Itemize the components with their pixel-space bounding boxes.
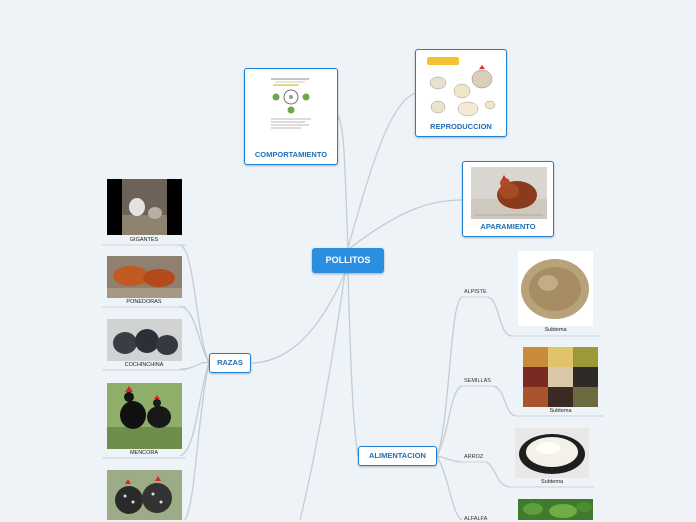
raza-label-gigantes: GIGANTES — [129, 237, 159, 243]
raza-label-mencora: MENCORA — [129, 450, 159, 456]
behavior-diagram-image — [265, 75, 317, 135]
gigantes-photo — [107, 179, 182, 235]
alpiste-seeds-photo — [518, 251, 593, 326]
arroz-subtopic: Subtema — [540, 479, 563, 485]
speckled-hens-photo — [107, 470, 182, 520]
ponedoras-photo — [107, 256, 182, 298]
cochinchina-photo — [107, 319, 182, 361]
alimentacion-item-semillas: SEMILLAS — [464, 378, 491, 384]
raza-label-ponedoras: PONEDORAS — [126, 299, 162, 305]
topic-label: COMPORTAMIENTO — [254, 150, 328, 159]
topic-label: REPRODUCCION — [430, 122, 492, 131]
topic-razas[interactable]: RAZAS — [209, 353, 251, 373]
semillas-subtopic: Subtema — [549, 408, 572, 414]
alimentacion-item-alpiste: ALPISTE — [464, 289, 487, 295]
topic-alimentacion[interactable]: ALIMENTACION — [358, 446, 437, 466]
arroz-bowl-photo — [515, 428, 589, 478]
topic-comportamiento[interactable]: COMPORTAMIENTO — [244, 68, 338, 165]
raza-label-cochinchina: COCHINCHINA — [124, 362, 164, 368]
root-node[interactable]: POLLITOS — [312, 248, 384, 273]
alimentacion-item-arroz: ARROZ — [464, 454, 484, 460]
hen-photo — [471, 167, 547, 219]
semillas-photo — [523, 347, 598, 407]
alimentacion-item-alfalfa: ALFALFA — [464, 516, 488, 522]
topic-reproduccion[interactable]: REPRODUCCION — [415, 49, 507, 137]
topic-aparamiento[interactable]: APARAMIENTO — [462, 161, 554, 237]
alpiste-subtopic: Subtema — [544, 327, 567, 333]
alfalfa-photo — [518, 499, 593, 520]
hen-chick-cycle-image — [424, 55, 500, 119]
topic-label: APARAMIENTO — [480, 222, 536, 231]
mencora-photo — [107, 383, 182, 449]
